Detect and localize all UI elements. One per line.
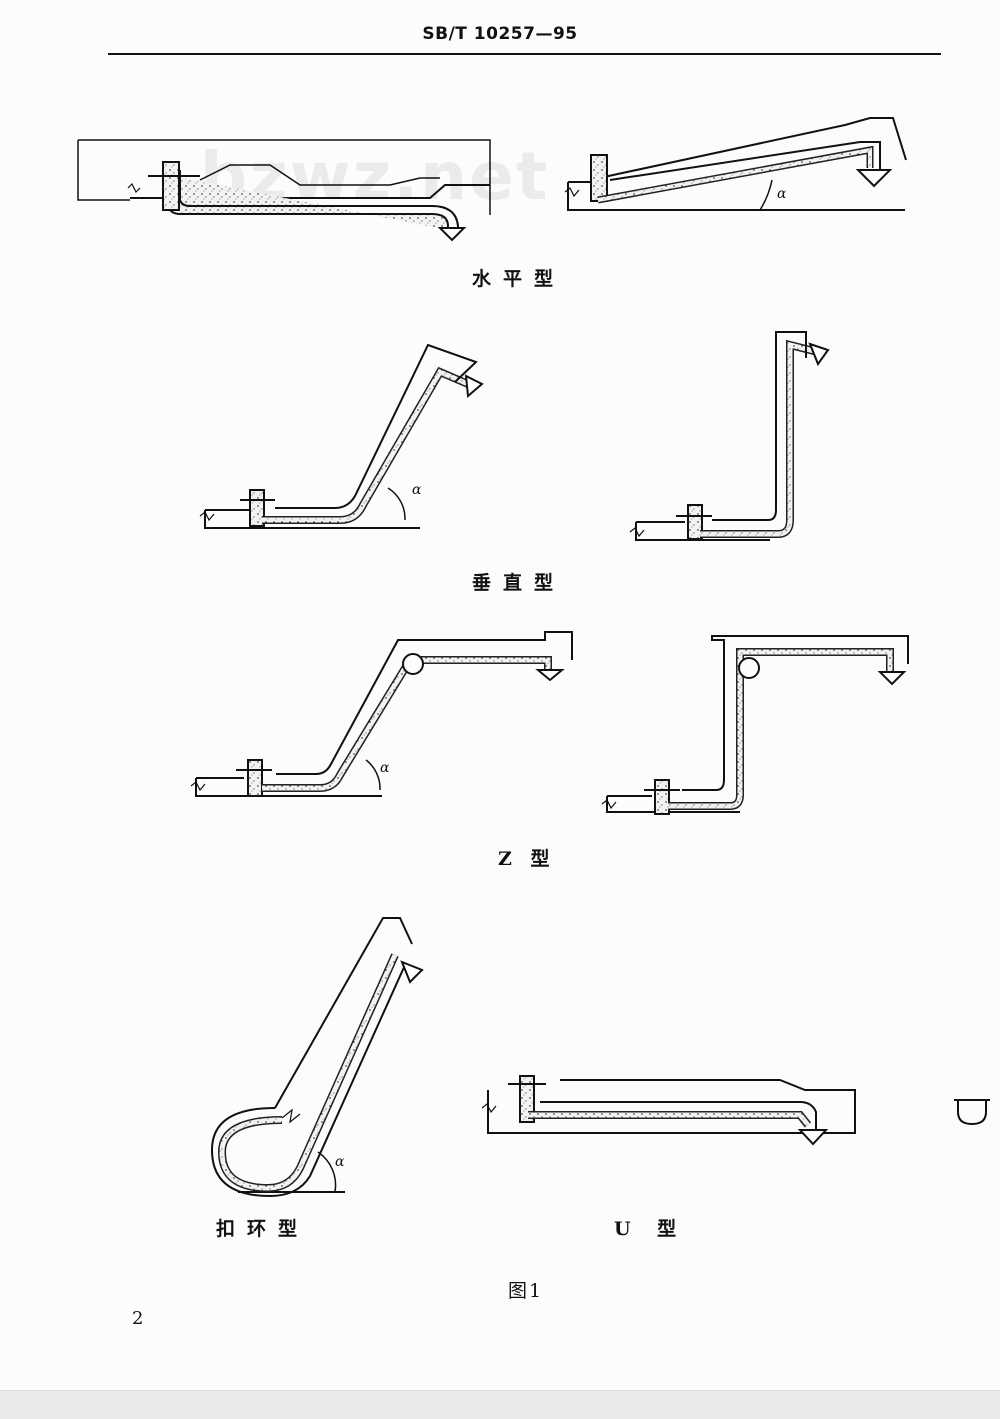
buckle-loop-conveyor <box>210 917 424 1198</box>
page-number: 2 <box>132 1308 144 1329</box>
caption-horizontal: 水平型 <box>472 268 566 290</box>
angle-label: α <box>335 1154 345 1170</box>
angle-label: α <box>412 482 422 498</box>
u-trough-cross-section-icon <box>954 1099 990 1126</box>
u-conveyor <box>481 1075 990 1146</box>
caption-z-type: Z 型 <box>498 848 556 870</box>
horizontal-conveyor-left <box>77 139 491 242</box>
horizontal-conveyor-right <box>564 117 907 211</box>
vertical-conveyor-left <box>199 343 484 529</box>
caption-u-type: U 型 <box>614 1218 687 1240</box>
caption-buckle-loop: 扣环型 <box>216 1218 310 1240</box>
z-conveyor-left <box>190 631 573 797</box>
conveyor-diagrams: α α α α <box>77 117 990 1198</box>
angle-label: α <box>777 186 787 202</box>
vertical-conveyor-right <box>629 331 830 541</box>
caption-vertical: 垂直型 <box>472 572 566 594</box>
header-rule <box>108 53 941 55</box>
z-conveyor-right <box>601 635 909 815</box>
document-page <box>0 0 1000 1390</box>
viewer-bottom-bar <box>0 1390 1000 1419</box>
standard-number-header: SB/T 10257—95 <box>422 24 578 44</box>
angle-label: α <box>380 760 390 776</box>
figure-label: 图1 <box>508 1280 544 1302</box>
